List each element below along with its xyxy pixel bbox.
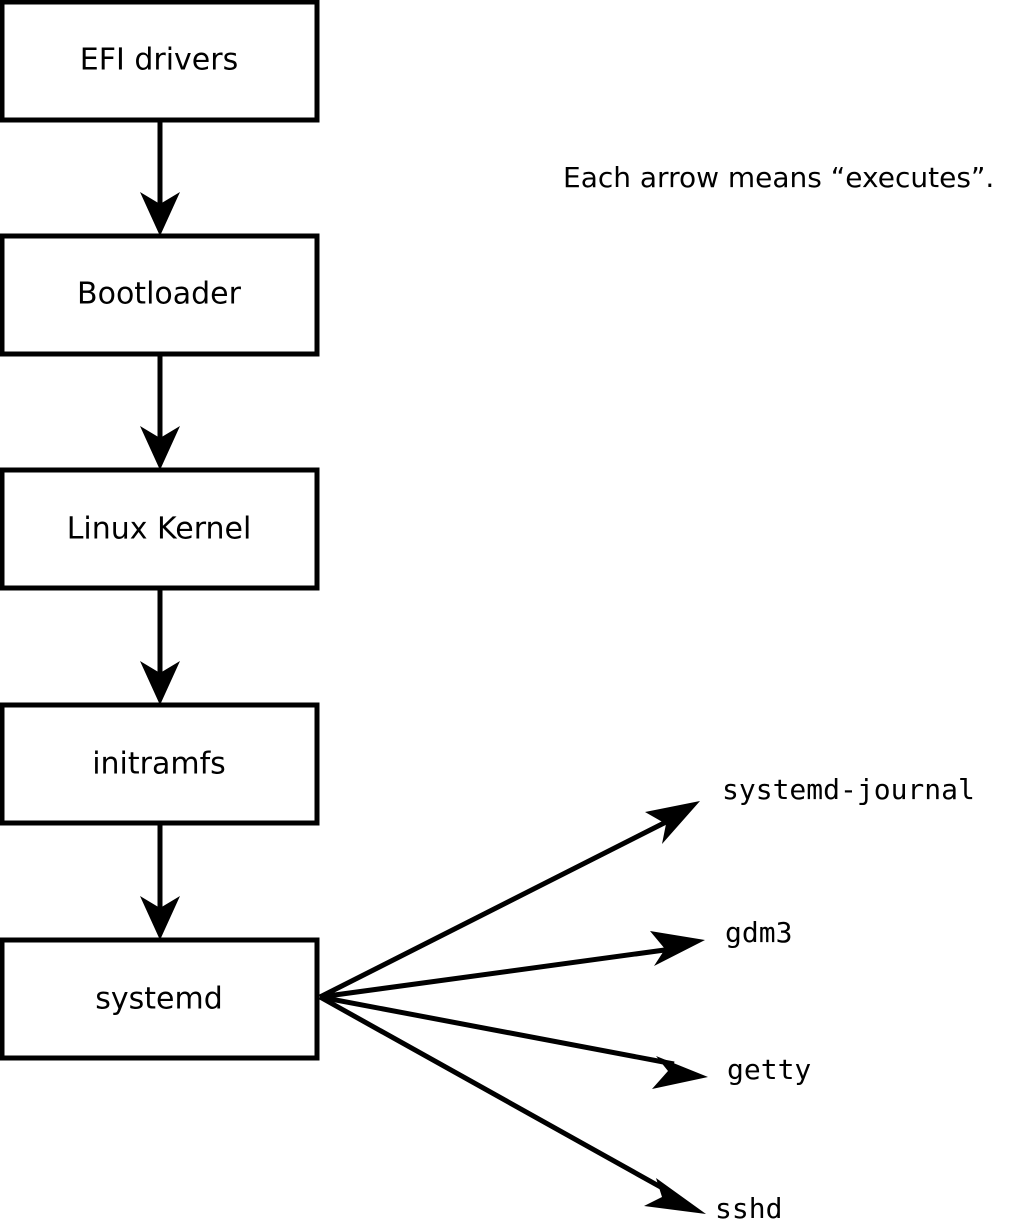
fanout-arrow-gdm3: [319, 931, 705, 1000]
chain-arrow-head: [140, 896, 180, 940]
service-label-systemd-journal: systemd-journal: [722, 773, 975, 806]
fanout-arrow-sshd: [318, 994, 706, 1214]
node-bootloader-box[interactable]: [0, 233, 320, 357]
fanout-arrow-line: [318, 818, 670, 1000]
fanout-arrow-line: [319, 994, 675, 1067]
chain-arrow-initramfs-to-systemd: [140, 823, 180, 940]
node-systemd-label: systemd: [95, 982, 223, 1017]
legend-note: Each arrow means “executes”.: [563, 161, 994, 194]
node-linux-kernel-box[interactable]: [0, 467, 320, 591]
chain-arrow-head: [140, 426, 180, 470]
chain-arrow-efi-drivers-to-bootloader: [140, 120, 180, 236]
fanout-arrow-systemd-journal: [318, 801, 700, 1000]
fanout-arrow-head: [652, 1056, 708, 1089]
node-systemd[interactable]: systemd: [0, 937, 320, 1061]
node-linux-kernel[interactable]: Linux Kernel: [0, 467, 320, 591]
node-bootloader-label: Bootloader: [77, 277, 242, 312]
node-efi-drivers[interactable]: EFI drivers: [0, 0, 320, 123]
fanout-arrow-getty: [319, 994, 708, 1089]
service-label-sshd: sshd: [715, 1192, 782, 1225]
fanout-arrow-head: [650, 931, 705, 966]
node-efi-drivers-label: EFI drivers: [80, 43, 238, 78]
chain-arrow-linux-kernel-to-initramfs: [140, 588, 180, 705]
node-initramfs-box[interactable]: [0, 702, 320, 826]
fanout-arrow-head: [645, 801, 700, 844]
chain-arrow-bootloader-to-linux-kernel: [140, 354, 180, 470]
node-linux-kernel-label: Linux Kernel: [67, 512, 252, 547]
fanout-arrow-line: [319, 946, 673, 1000]
fanout-arrow-line: [318, 994, 668, 1193]
chain-arrow-head: [140, 192, 180, 236]
node-efi-drivers-box[interactable]: [0, 0, 320, 123]
service-label-getty: getty: [727, 1053, 811, 1086]
fanout-arrow-head: [644, 1178, 706, 1214]
node-bootloader[interactable]: Bootloader: [0, 233, 320, 357]
service-label-gdm3: gdm3: [725, 916, 792, 949]
chain-arrow-head: [140, 661, 180, 705]
node-initramfs-label: initramfs: [92, 747, 226, 782]
node-initramfs[interactable]: initramfs: [0, 702, 320, 826]
node-systemd-box[interactable]: [0, 937, 320, 1061]
